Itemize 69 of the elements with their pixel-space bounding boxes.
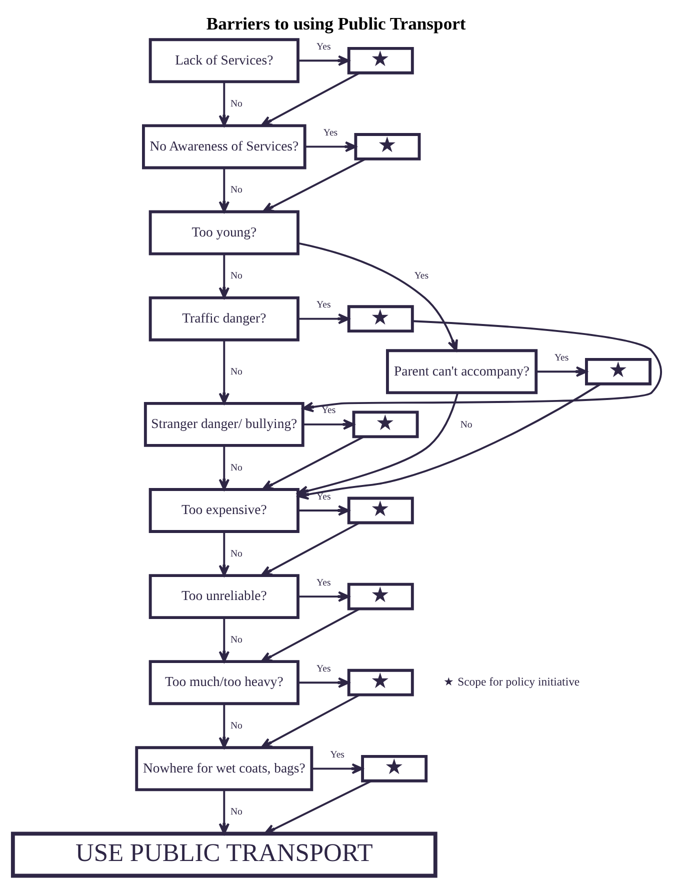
arrow bbox=[298, 677, 350, 688]
arrow bbox=[298, 591, 350, 602]
node-box: ★ bbox=[360, 754, 428, 782]
node-box: Too much/too heavy? bbox=[148, 660, 299, 706]
edge-label: No bbox=[230, 634, 242, 646]
edge-label: No bbox=[230, 462, 242, 474]
node-box: ★ bbox=[346, 582, 414, 610]
arrow bbox=[218, 446, 230, 490]
arrow bbox=[218, 532, 230, 576]
node-box: Too unreliable? bbox=[148, 574, 299, 620]
legend-label: ★ Scope for policy initiative bbox=[443, 676, 580, 689]
diagram-title: Barriers to using Public Transport bbox=[206, 13, 466, 34]
edge-label: Yes bbox=[320, 405, 336, 416]
node-box: Lack of Services? bbox=[148, 38, 299, 84]
arrow bbox=[218, 340, 230, 404]
node-box: Traffic danger? bbox=[148, 296, 299, 342]
node-box: Nowhere for wet coats, bags? bbox=[134, 746, 313, 792]
arrow bbox=[218, 82, 230, 127]
edge-label: Yes bbox=[316, 41, 330, 52]
edge-label: No bbox=[230, 806, 242, 818]
edge-label: No bbox=[230, 366, 242, 378]
arrow bbox=[262, 158, 366, 213]
node-box: ★ bbox=[346, 305, 414, 333]
node-box: Too expensive? bbox=[148, 488, 299, 533]
arrow bbox=[264, 780, 372, 835]
arrow bbox=[302, 320, 662, 412]
arrow bbox=[297, 242, 458, 352]
node-box: ★ bbox=[346, 668, 414, 696]
arrow bbox=[260, 608, 360, 662]
arrow bbox=[260, 694, 360, 748]
node-box: Too young? bbox=[148, 210, 299, 256]
arrow bbox=[261, 436, 364, 490]
node-box: ★ bbox=[352, 410, 418, 438]
node-box: ★ bbox=[346, 46, 414, 74]
node-box: Stranger danger/ bullying? bbox=[143, 402, 304, 447]
arrow bbox=[260, 522, 360, 576]
arrow bbox=[218, 168, 230, 213]
edge-label: No bbox=[230, 184, 242, 196]
edge-label: No bbox=[230, 98, 242, 110]
node-box: ★ bbox=[354, 133, 420, 160]
arrow bbox=[302, 419, 354, 430]
arrow bbox=[311, 763, 363, 774]
edge-label: No bbox=[460, 419, 472, 430]
node-box: ★ bbox=[346, 496, 414, 524]
edge-label: Yes bbox=[316, 663, 330, 674]
arrow bbox=[298, 55, 350, 66]
edge-label: No bbox=[230, 720, 242, 732]
edge-label: No bbox=[230, 548, 242, 560]
edge-label: Yes bbox=[316, 577, 330, 588]
edge-label: Yes bbox=[330, 749, 344, 760]
node-box: ★ bbox=[584, 358, 652, 386]
arrow bbox=[218, 790, 230, 835]
edge-label: Yes bbox=[316, 491, 330, 502]
arrow bbox=[218, 254, 230, 299]
node-box: USE PUBLIC TRANSPORT bbox=[10, 832, 437, 878]
edge-label: Yes bbox=[414, 270, 428, 282]
arrow bbox=[536, 366, 587, 377]
arrow bbox=[298, 313, 350, 324]
arrow bbox=[298, 505, 350, 516]
node-box: No Awareness of Services? bbox=[142, 124, 306, 170]
node-box: Parent can't accompany? bbox=[386, 349, 538, 394]
edge-label: Yes bbox=[322, 127, 338, 138]
edge-label: No bbox=[230, 270, 242, 282]
edge-label: Yes bbox=[554, 352, 568, 364]
arrow bbox=[304, 141, 356, 152]
arrow bbox=[260, 72, 360, 127]
edge-label: Yes bbox=[316, 300, 330, 311]
arrow bbox=[218, 618, 230, 662]
arrow bbox=[218, 704, 230, 748]
